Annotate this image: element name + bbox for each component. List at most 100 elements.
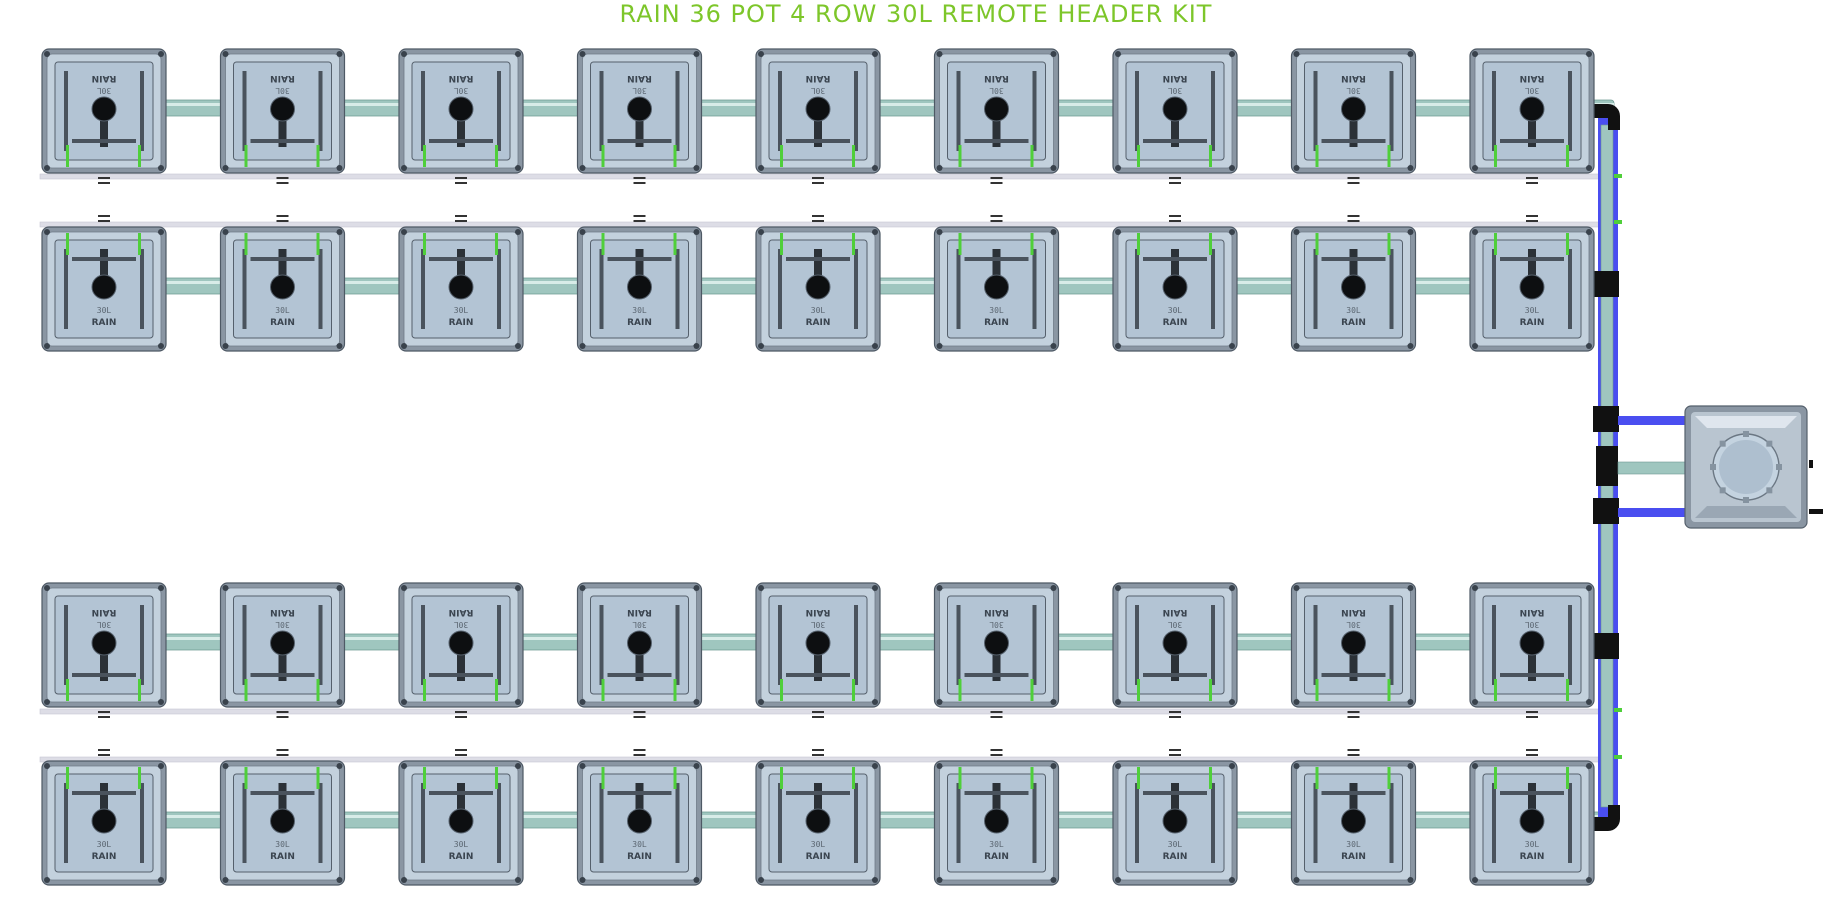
pot-brand-label: RAIN	[984, 73, 1009, 83]
rail-upper-b	[39, 221, 1611, 228]
pot-icon: RAIN 30L	[219, 215, 346, 352]
elbow-fitting-icon	[1588, 805, 1620, 831]
pot-size-label: 30L	[275, 840, 290, 849]
pot-brand-label: RAIN	[270, 852, 295, 862]
tee-fitting-icon	[1593, 633, 1619, 659]
pot-size-label: 30L	[1346, 306, 1361, 315]
pot-brand-label: RAIN	[449, 607, 474, 617]
pot-brand-label: RAIN	[270, 607, 295, 617]
pot-brand-label: RAIN	[806, 852, 831, 862]
pot-brand-label: RAIN	[984, 607, 1009, 617]
pot-brand-label: RAIN	[1520, 73, 1545, 83]
pot-icon: RAIN 30L	[1112, 582, 1238, 718]
pot-size-label: 30L	[811, 620, 826, 629]
pot-brand-label: RAIN	[1163, 607, 1188, 617]
pot-icon: RAIN 30L	[1469, 215, 1595, 352]
pot-brand-label: RAIN	[1520, 852, 1545, 862]
pot-size-label: 30L	[454, 306, 469, 315]
pot-brand-label: RAIN	[984, 852, 1009, 862]
pot-size-label: 30L	[811, 306, 826, 315]
pot-icon: RAIN 30L	[219, 749, 346, 886]
pot-brand-label: RAIN	[449, 73, 474, 83]
pot-size-label: 30L	[97, 306, 112, 315]
pot-size-label: 30L	[632, 306, 647, 315]
pot-icon: RAIN 30L	[219, 48, 346, 184]
tee-fitting-icon	[1593, 498, 1619, 524]
pot-brand-label: RAIN	[1163, 73, 1188, 83]
rail-upper-a	[39, 173, 1611, 180]
pot-icon: RAIN 30L	[398, 582, 524, 718]
pot-size-label: 30L	[989, 620, 1004, 629]
pot-brand-label: RAIN	[92, 852, 117, 862]
pot-brand-label: RAIN	[270, 73, 295, 83]
pot-brand-label: RAIN	[449, 852, 474, 862]
pot-size-label: 30L	[1525, 306, 1540, 315]
pot-size-label: 30L	[275, 86, 290, 95]
pot-size-label: 30L	[1168, 840, 1183, 849]
pot-icon: RAIN 30L	[1469, 749, 1595, 886]
pot-size-label: 30L	[989, 86, 1004, 95]
rail-lower-a	[39, 708, 1611, 715]
pot-size-label: 30L	[97, 86, 112, 95]
tee-fitting-icon	[1593, 271, 1619, 297]
pot-brand-label: RAIN	[1163, 852, 1188, 862]
pot-size-label: 30L	[275, 306, 290, 315]
pot-brand-label: RAIN	[1341, 73, 1366, 83]
pot-size-label: 30L	[811, 840, 826, 849]
header-connector	[1614, 755, 1622, 759]
pot-brand-label: RAIN	[1341, 852, 1366, 862]
pot-icon: RAIN 30L	[755, 749, 881, 886]
pot-brand-label: RAIN	[627, 852, 652, 862]
pot-icon: RAIN 30L	[41, 215, 167, 352]
pot-brand-label: RAIN	[627, 607, 652, 617]
tee-fitting-icon	[1593, 406, 1619, 432]
header-connector	[1614, 220, 1622, 224]
pot-icon: RAIN 30L	[1112, 749, 1238, 886]
return-line	[1618, 508, 1698, 517]
pot-brand-label: RAIN	[270, 318, 295, 328]
pot-size-label: 30L	[1525, 86, 1540, 95]
pot-brand-label: RAIN	[627, 318, 652, 328]
pot-brand-label: RAIN	[92, 73, 117, 83]
pot-brand-label: RAIN	[1520, 607, 1545, 617]
tee-fitting-icon	[1596, 446, 1618, 486]
pot-icon: RAIN 30L	[1290, 215, 1417, 352]
pot-brand-label: RAIN	[806, 607, 831, 617]
pot-brand-label: RAIN	[1341, 318, 1366, 328]
supply-line	[1618, 416, 1698, 425]
pot-size-label: 30L	[275, 620, 290, 629]
pot-icon: RAIN 30L	[933, 582, 1060, 718]
pot-icon: RAIN 30L	[1469, 48, 1595, 184]
pot-size-label: 30L	[1168, 620, 1183, 629]
kit-title: RAIN 36 POT 4 ROW 30L REMOTE HEADER KIT	[619, 0, 1213, 28]
pot-brand-label: RAIN	[1341, 607, 1366, 617]
pot-size-label: 30L	[1346, 86, 1361, 95]
pot-icon: RAIN 30L	[576, 215, 703, 352]
pot-icon: RAIN 30L	[755, 582, 881, 718]
pot-icon: RAIN 30L	[41, 48, 167, 184]
pot-size-label: 30L	[1525, 840, 1540, 849]
pot-brand-label: RAIN	[1520, 318, 1545, 328]
reservoir-icon	[1684, 405, 1823, 529]
pot-brand-label: RAIN	[92, 318, 117, 328]
header-connector	[1614, 708, 1622, 712]
elbow-fitting-icon	[1588, 104, 1620, 130]
pot-size-label: 30L	[454, 620, 469, 629]
pot-size-label: 30L	[1168, 306, 1183, 315]
